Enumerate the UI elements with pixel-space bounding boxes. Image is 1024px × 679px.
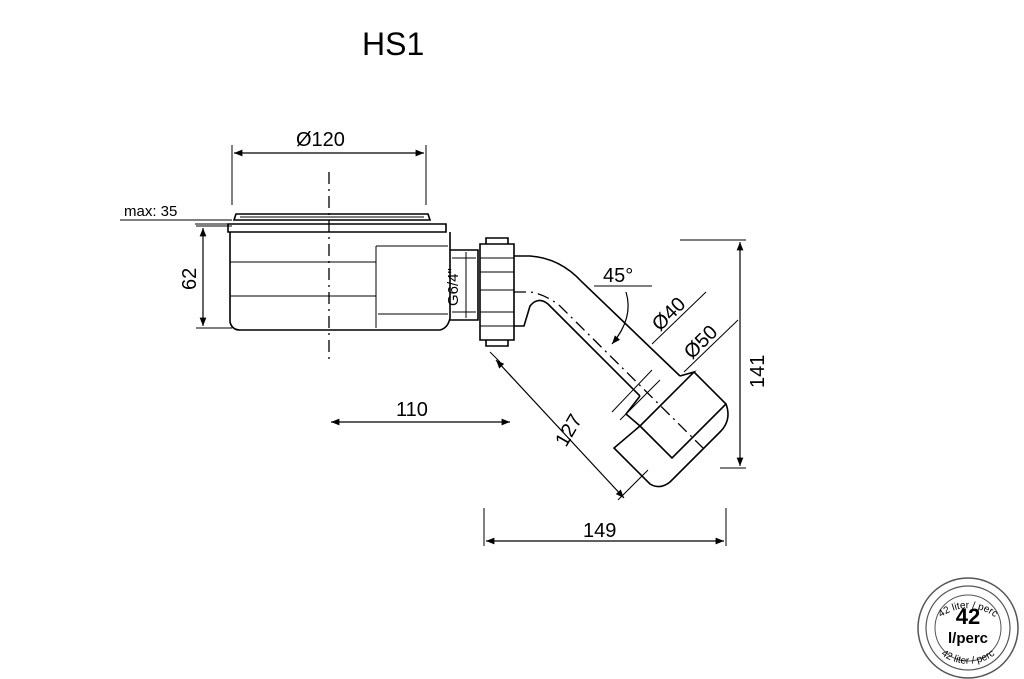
diameter-50-label: Ø50 (680, 321, 722, 363)
diagonal-127-label: 127 (551, 411, 587, 451)
diameter-50-dimension: Ø50 (680, 319, 739, 373)
horizontal-110-label: 110 (396, 399, 428, 421)
diagonal-127-dimension: 127 (489, 351, 649, 501)
horizontal-110-dimension: 110 (331, 399, 510, 426)
drain-body (227, 213, 479, 331)
union-nut (479, 237, 515, 347)
horizontal-149-label: 149 (583, 520, 616, 542)
drawing-title: HS1 (362, 26, 425, 62)
diameter-40-label: Ø40 (648, 293, 690, 335)
badge-value: 42 (956, 604, 980, 629)
outlet-socket (611, 369, 729, 488)
diameter-120-dimension: Ø120 (231, 129, 427, 205)
thread-label: G6/4" (445, 268, 462, 306)
elbow-pipe (514, 255, 706, 451)
vertical-141-dimension: 141 (680, 239, 769, 469)
max-height-label: max: 35 (124, 203, 177, 220)
max-height-dimension: max: 35 (120, 203, 232, 225)
horizontal-149-dimension: 149 (483, 508, 727, 546)
angle-45-dimension: 45° (594, 265, 652, 345)
vertical-141-label: 141 (747, 355, 769, 388)
angle-45-label: 45° (603, 265, 633, 287)
height-62-dimension: 62 (179, 225, 232, 329)
height-62-label: 62 (179, 268, 201, 290)
diameter-120-label: Ø120 (296, 129, 345, 151)
badge-unit: l/perc (948, 630, 988, 647)
flow-rate-badge: 42 liter / perc 42 liter / perc 42 l/per… (917, 577, 1019, 679)
